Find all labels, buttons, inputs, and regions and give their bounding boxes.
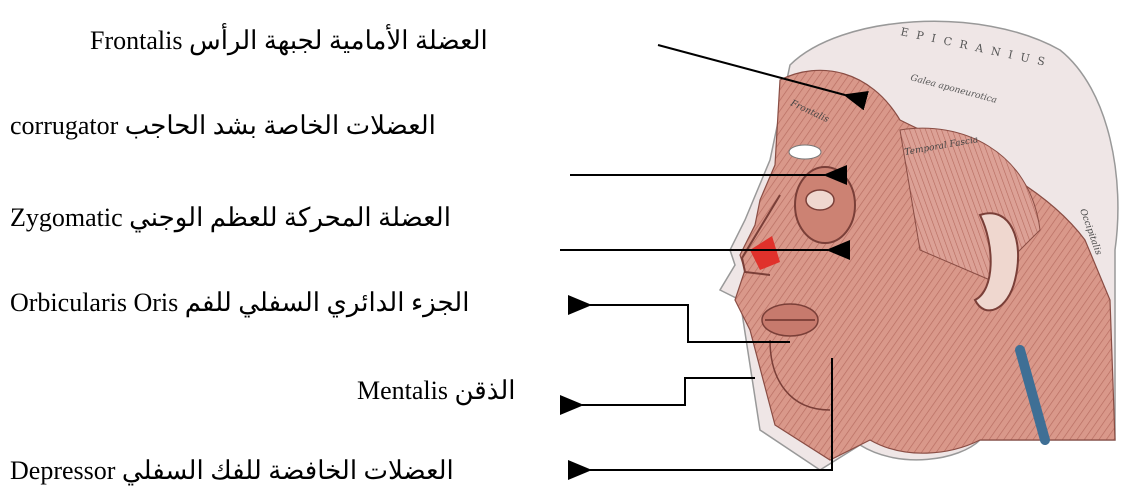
label-mentalis: Mentalis الذقن	[357, 378, 516, 404]
arrow-orbicularis	[590, 305, 790, 342]
arrow-depressor	[590, 358, 832, 470]
label-corrugator: corrugator العضلات الخاصة بشد الحاجب	[10, 113, 436, 139]
label-depressor: Depressor العضلات الخافضة للفك السفلي	[10, 458, 454, 484]
label-orbicularis: Orbicularis Oris الجزء الدائري السفلي لل…	[10, 290, 469, 316]
arrow-mentalis	[582, 378, 755, 405]
label-zygomatic: Zygomatic العضلة المحركة للعظم الوجني	[10, 205, 451, 231]
label-frontalis: Frontalis العضلة الأمامية لجبهة الرأس	[90, 28, 488, 54]
arrow-frontalis	[658, 45, 845, 95]
